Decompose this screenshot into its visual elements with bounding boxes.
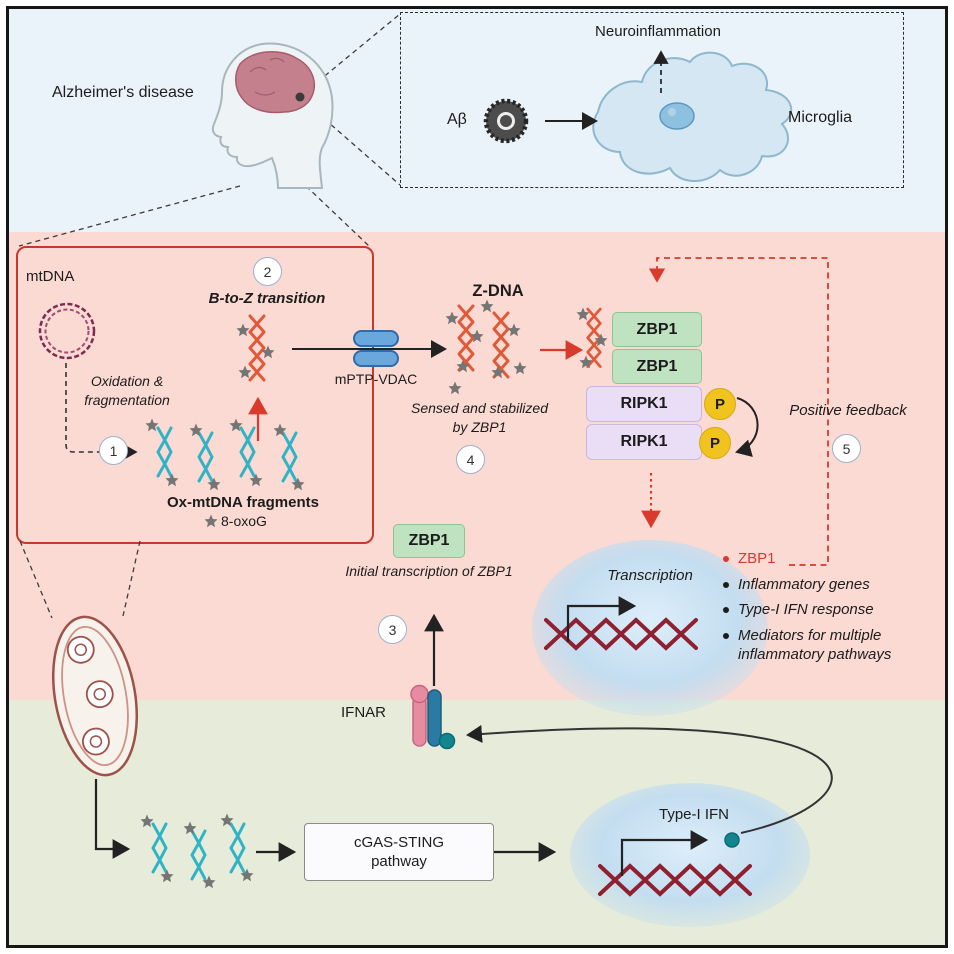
list-item: ZBP1	[723, 549, 928, 569]
step-5-badge: 5	[832, 434, 861, 463]
ox-mtdna-fragments	[145, 418, 305, 491]
mtdna-label: mtDNA	[26, 268, 75, 285]
cgas-sting-label: cGAS-STING pathway	[353, 833, 444, 871]
list-item: Inflammatory genes	[723, 575, 928, 595]
output-ifn-response: Type-I IFN response	[738, 601, 874, 618]
ripk1-box-2: RIPK1	[586, 424, 702, 460]
bullet-dot	[723, 607, 729, 613]
b-to-z-label: B-to-Z transition	[208, 290, 326, 307]
bullet-dot	[723, 632, 729, 639]
step-1-badge: 1	[99, 436, 128, 465]
microglia-inset-border	[400, 12, 904, 188]
z-dna-helices	[445, 299, 527, 395]
zbp1-box-1: ZBP1	[612, 312, 702, 347]
positive-feedback-arrow	[648, 257, 829, 566]
output-mediators: Mediators for multiple inflammatory path…	[738, 626, 892, 664]
oxidation-label: Oxidation & fragmentation	[84, 373, 170, 408]
mptp-vdac-label: mPTP-VDAC	[334, 371, 418, 387]
neuroinflammation-label: Neuroinflammation	[595, 23, 721, 40]
mito-release-arrow	[94, 779, 131, 859]
transcription-start-arrow	[566, 596, 637, 642]
ripk1-box-1: RIPK1	[586, 386, 702, 422]
microglia-nucleus	[659, 102, 695, 130]
bullet-dot	[723, 556, 729, 562]
microglia-cell	[592, 51, 793, 183]
bound-ifn-molecule	[438, 732, 456, 750]
ifnar-label: IFNAR	[341, 704, 386, 721]
mtdna-plasmid	[38, 302, 96, 360]
step-2-badge: 2	[253, 257, 282, 286]
oxog-legend: 8-oxoG	[204, 513, 267, 529]
amyloid-beta-aggregate	[483, 98, 529, 144]
nucleus-transcription	[532, 540, 768, 716]
top-arrows	[545, 50, 669, 130]
initial-transcription-label: Initial transcription of ZBP1	[345, 563, 513, 579]
fragments-label: Ox-mtDNA fragments	[167, 494, 319, 511]
oxog-star-icon	[204, 514, 218, 528]
phospho-cycle-arrow	[735, 397, 759, 457]
mptp-vdac-channel	[353, 330, 399, 367]
ifn-transcription-arrow	[620, 830, 709, 876]
phospho-badge-2: P	[699, 427, 731, 459]
output-zbp1: ZBP1	[738, 550, 776, 567]
zbp1-box-2: ZBP1	[612, 349, 702, 384]
step-3-badge: 3	[378, 615, 407, 644]
abeta-label: Aβ	[447, 111, 467, 128]
output-inflammatory-genes: Inflammatory genes	[738, 575, 870, 593]
ifnar-receptor	[410, 684, 456, 750]
mtdna-zoom-panel-border	[16, 246, 374, 544]
mitochondrion	[51, 615, 139, 777]
zbp1-initial-box: ZBP1	[393, 524, 465, 558]
ifn-to-ifnar-arrow	[466, 724, 833, 834]
type1-ifn-label: Type-I IFN	[658, 806, 729, 823]
zbp1-bound-zdna	[576, 307, 608, 369]
zdna-label: Z-DNA	[472, 282, 524, 300]
cytosolic-fragments	[140, 813, 254, 889]
oxidation-arrow	[65, 363, 138, 460]
transcription-label: Transcription	[607, 567, 693, 584]
background-top-panel	[9, 9, 945, 232]
list-item: Type-I IFN response	[723, 600, 928, 620]
alzheimers-label: Alzheimer's disease	[52, 84, 194, 101]
cgas-sting-box: cGAS-STING pathway	[304, 823, 494, 881]
head-brain-illustration	[211, 42, 334, 189]
bullet-dot	[723, 581, 729, 588]
positive-feedback-label: Positive feedback	[789, 402, 907, 419]
ifn-molecule	[724, 832, 740, 848]
list-item: Mediators for multiple inflammatory path…	[723, 626, 928, 665]
nucleus-ifn	[570, 783, 810, 927]
sensed-label: Sensed and stabilized by ZBP1	[411, 400, 548, 435]
oxog-label: 8-oxoG	[221, 513, 267, 529]
phospho-badge-1: P	[704, 388, 736, 420]
b-to-z-helix	[236, 314, 275, 382]
output-list: ZBP1 Inflammatory genes Type-I IFN respo…	[723, 549, 928, 671]
step-4-badge: 4	[456, 445, 485, 474]
microglia-label: Microglia	[788, 109, 853, 126]
